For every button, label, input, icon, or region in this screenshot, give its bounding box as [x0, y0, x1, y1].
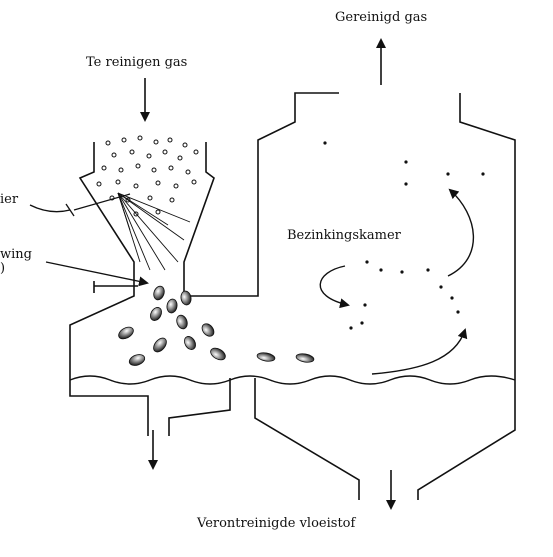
- pointer-tick-1: [65, 203, 75, 217]
- vessel-outline: [69, 92, 516, 500]
- contaminated-liquid-label: Verontreinigde vloeistof: [196, 516, 356, 531]
- left-label-partial-3: ): [0, 261, 5, 276]
- venturi-left-wall: [69, 142, 149, 436]
- flow-curve-bottom: [371, 328, 468, 375]
- venturi-right-wall: [183, 92, 339, 297]
- left-label-partial-2: wing: [0, 247, 32, 262]
- left-label-partial-1: ier: [0, 192, 19, 207]
- pointer-arrow-2: [45, 261, 149, 287]
- droplets: [118, 285, 315, 366]
- chamber-right-wall: [417, 93, 516, 500]
- inlet-particles: [96, 135, 199, 217]
- flow-curve-left: [319, 265, 350, 309]
- inlet-gas-label: Te reinigen gas: [86, 55, 187, 70]
- settling-chamber-label: Bezinkingskamer: [287, 228, 402, 243]
- liquid-surface: [69, 375, 516, 385]
- left-hopper-wall: [168, 378, 231, 436]
- flow-curve-right: [447, 188, 475, 277]
- spray-lines: [117, 192, 191, 271]
- dividing-wall: [254, 378, 360, 500]
- chamber-particles: [323, 141, 485, 330]
- clean-gas-label: Gereinigd gas: [335, 10, 427, 25]
- pointer-line-1: [29, 204, 71, 213]
